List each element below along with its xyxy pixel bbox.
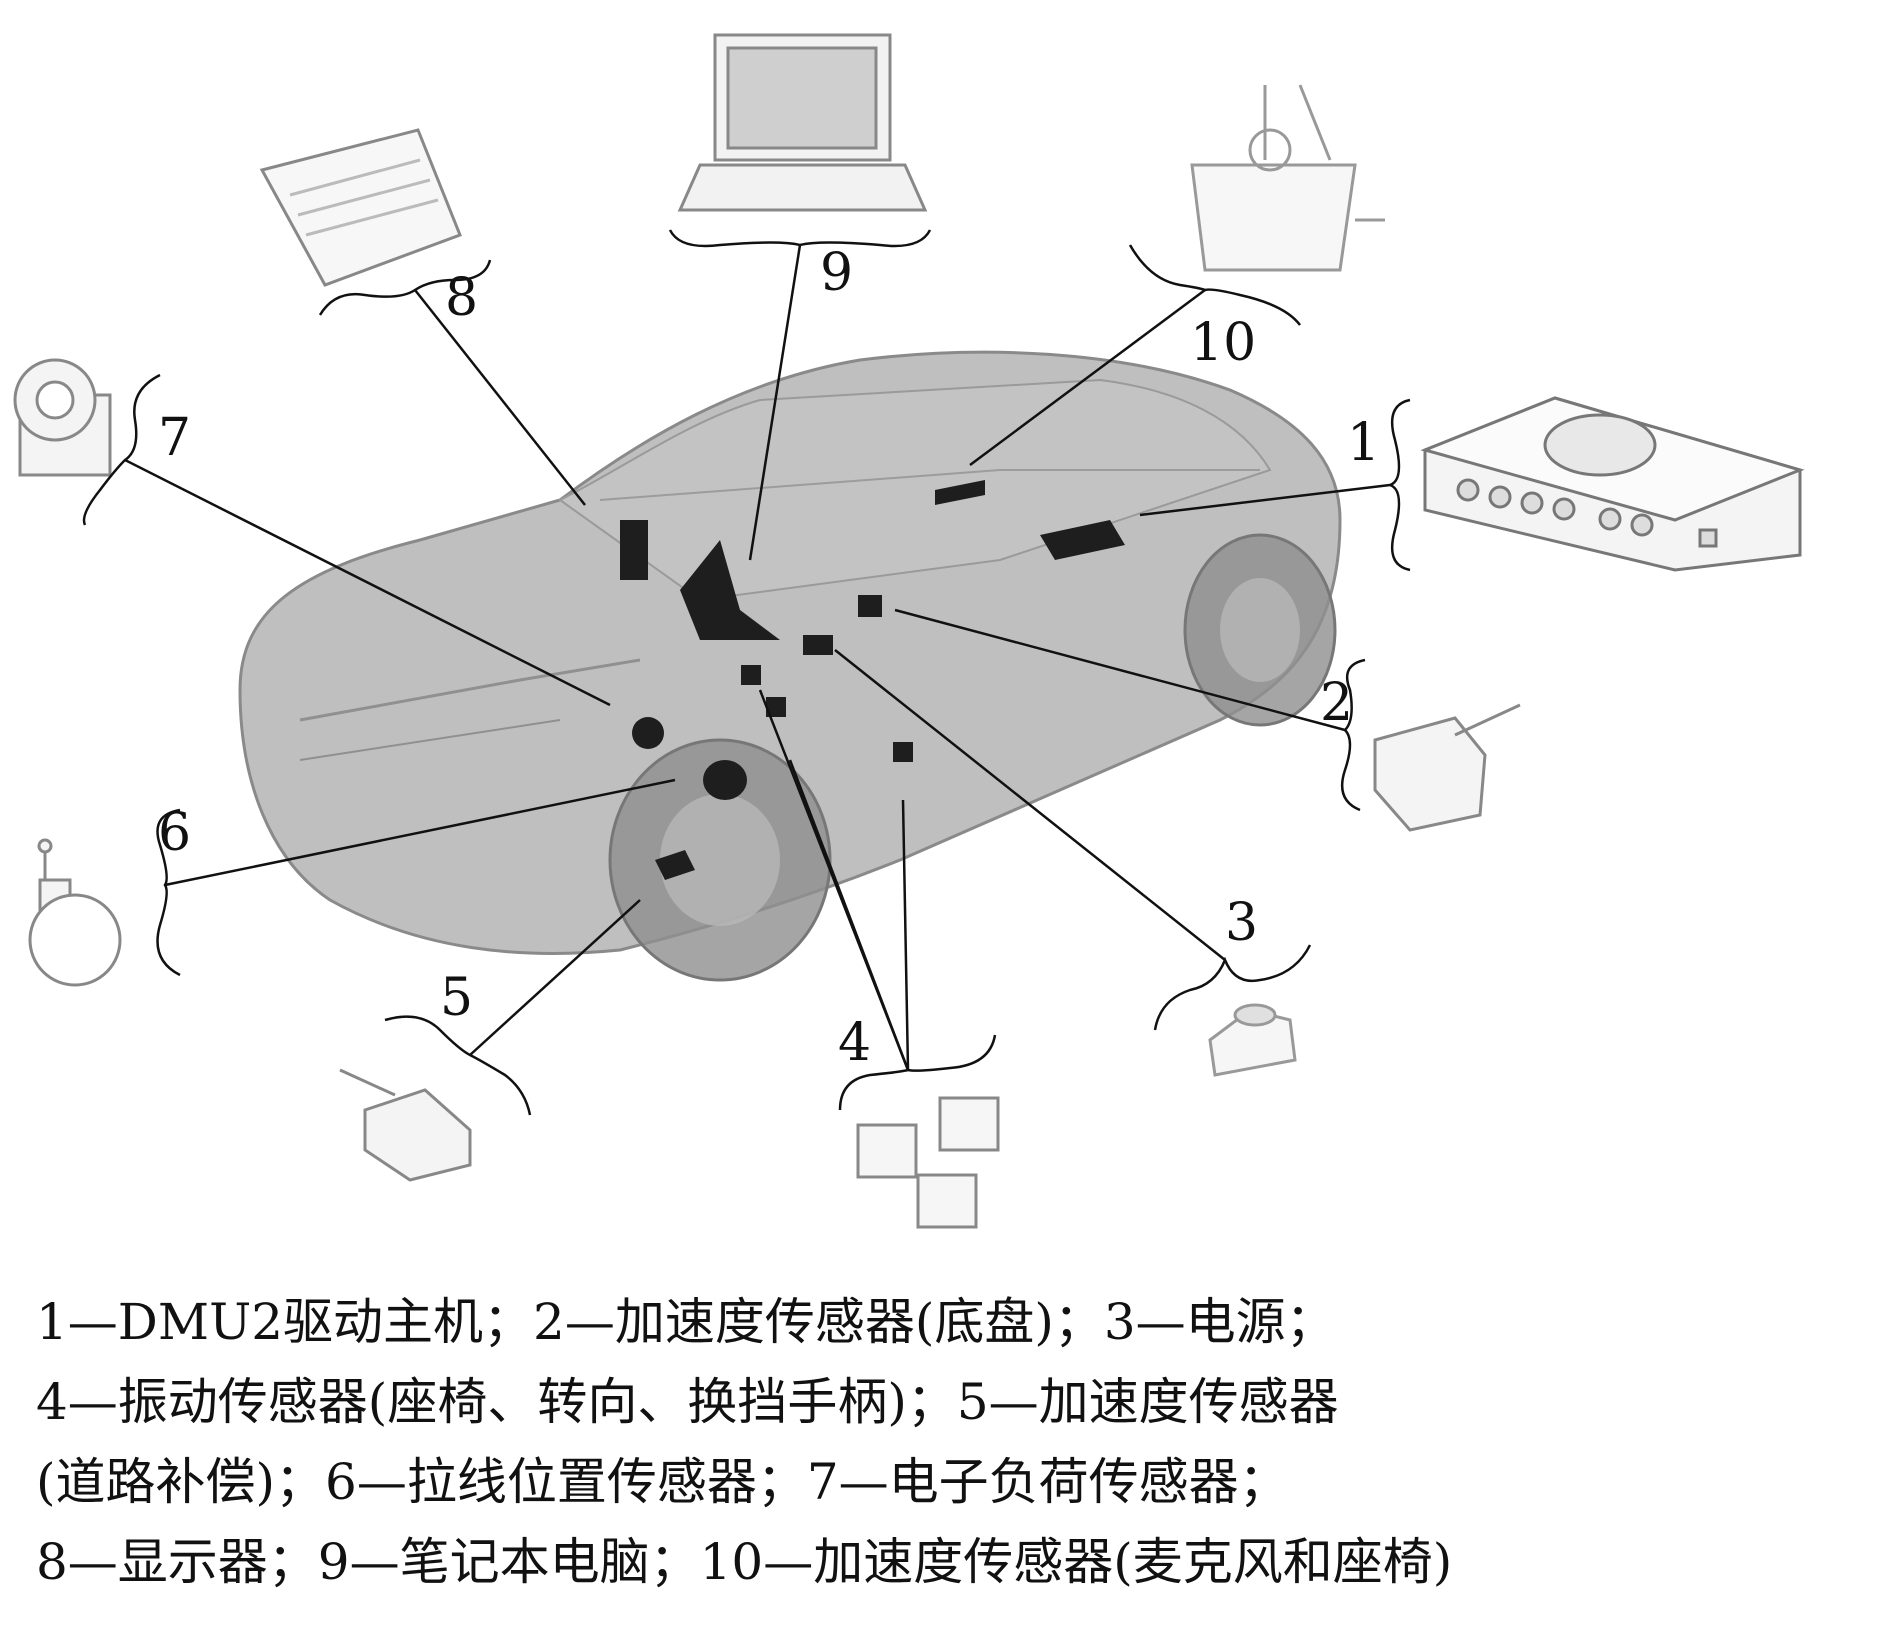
component-string-pot bbox=[703, 760, 747, 800]
callout-8: 8 bbox=[445, 268, 478, 328]
callout-7: 7 bbox=[158, 408, 191, 468]
leader-8 bbox=[414, 289, 586, 506]
brace-1 bbox=[1386, 398, 1411, 572]
component-display-mount bbox=[620, 520, 648, 580]
component-power bbox=[803, 635, 833, 655]
brace-3 bbox=[1153, 944, 1312, 1031]
component-vibration-b bbox=[766, 697, 786, 717]
microphone-seat-sensor-icon bbox=[1190, 84, 1385, 272]
chassis-accelerometer-icon bbox=[1373, 703, 1521, 832]
leader-lines bbox=[124, 244, 1391, 1071]
callout-10: 10 bbox=[1190, 313, 1256, 373]
callout-5: 5 bbox=[440, 968, 473, 1028]
caption-line-1: 1—DMU2驱动主机；2—加速度传感器(底盘)；3—电源； bbox=[36, 1293, 1336, 1351]
dmu2-unit-icon bbox=[1420, 396, 1805, 572]
leader-5 bbox=[469, 899, 641, 1056]
leader-4b bbox=[788, 759, 910, 1071]
accelerometer-icon bbox=[339, 1068, 472, 1182]
leader-7 bbox=[124, 458, 611, 707]
components bbox=[620, 480, 1125, 880]
leader-9 bbox=[748, 244, 802, 561]
leader-10 bbox=[969, 288, 1206, 467]
laptop-icon bbox=[677, 33, 928, 212]
callout-9: 9 bbox=[820, 243, 853, 303]
caption: 1—DMU2驱动主机；2—加速度传感器(底盘)；3—电源； 4—振动传感器(座椅… bbox=[36, 1282, 1876, 1602]
leader-3 bbox=[834, 649, 1226, 961]
brace-2 bbox=[1340, 658, 1366, 812]
component-vibration-a bbox=[741, 665, 761, 685]
string-pot-sensor-icon bbox=[28, 838, 122, 987]
brace-5 bbox=[384, 1015, 532, 1116]
leader-4c bbox=[901, 799, 910, 1071]
brace-8 bbox=[318, 259, 492, 316]
component-chassis-accelerometer bbox=[858, 595, 882, 617]
brace-7 bbox=[82, 373, 161, 526]
callout-1: 1 bbox=[1347, 413, 1380, 473]
car-wireframe-icon bbox=[238, 350, 1342, 982]
callout-6: 6 bbox=[158, 803, 191, 863]
caption-line-2: 4—振动传感器(座椅、转向、换挡手柄)；5—加速度传感器 bbox=[36, 1373, 1339, 1431]
component-vibration-c bbox=[893, 742, 913, 762]
caption-line-3: (道路补偿)；6—拉线位置传感器；7—电子负荷传感器； bbox=[36, 1453, 1289, 1511]
brace-10 bbox=[1128, 244, 1301, 326]
brace-6 bbox=[156, 808, 181, 977]
brace-4 bbox=[838, 1034, 997, 1111]
callout-3: 3 bbox=[1225, 893, 1258, 953]
power-supply-icon bbox=[1208, 1003, 1297, 1077]
component-road-accelerometer bbox=[655, 850, 695, 880]
brace-9 bbox=[668, 229, 932, 248]
callout-numbers: 1 2 3 4 5 6 7 8 9 10 bbox=[158, 243, 1380, 1073]
leader-2 bbox=[894, 608, 1346, 732]
braces bbox=[82, 229, 1411, 1116]
component-laptop bbox=[680, 540, 780, 640]
leader-6 bbox=[164, 778, 676, 887]
diagram: 1 2 3 4 5 6 7 8 9 10 bbox=[13, 33, 1805, 1229]
callout-2: 2 bbox=[1320, 673, 1353, 733]
component-dmu2 bbox=[1040, 520, 1125, 560]
caption-line-4: 8—显示器；9—笔记本电脑；10—加速度传感器(麦克风和座椅) bbox=[36, 1533, 1453, 1591]
display-tablet-icon bbox=[259, 128, 462, 287]
vibration-sensor-icon bbox=[856, 1096, 1000, 1229]
component-seat-sensor bbox=[935, 480, 985, 505]
callout-4: 4 bbox=[838, 1013, 871, 1073]
current-clamp-icon bbox=[13, 358, 112, 477]
component-current-clamp bbox=[632, 717, 664, 749]
leader-1 bbox=[1139, 483, 1391, 517]
